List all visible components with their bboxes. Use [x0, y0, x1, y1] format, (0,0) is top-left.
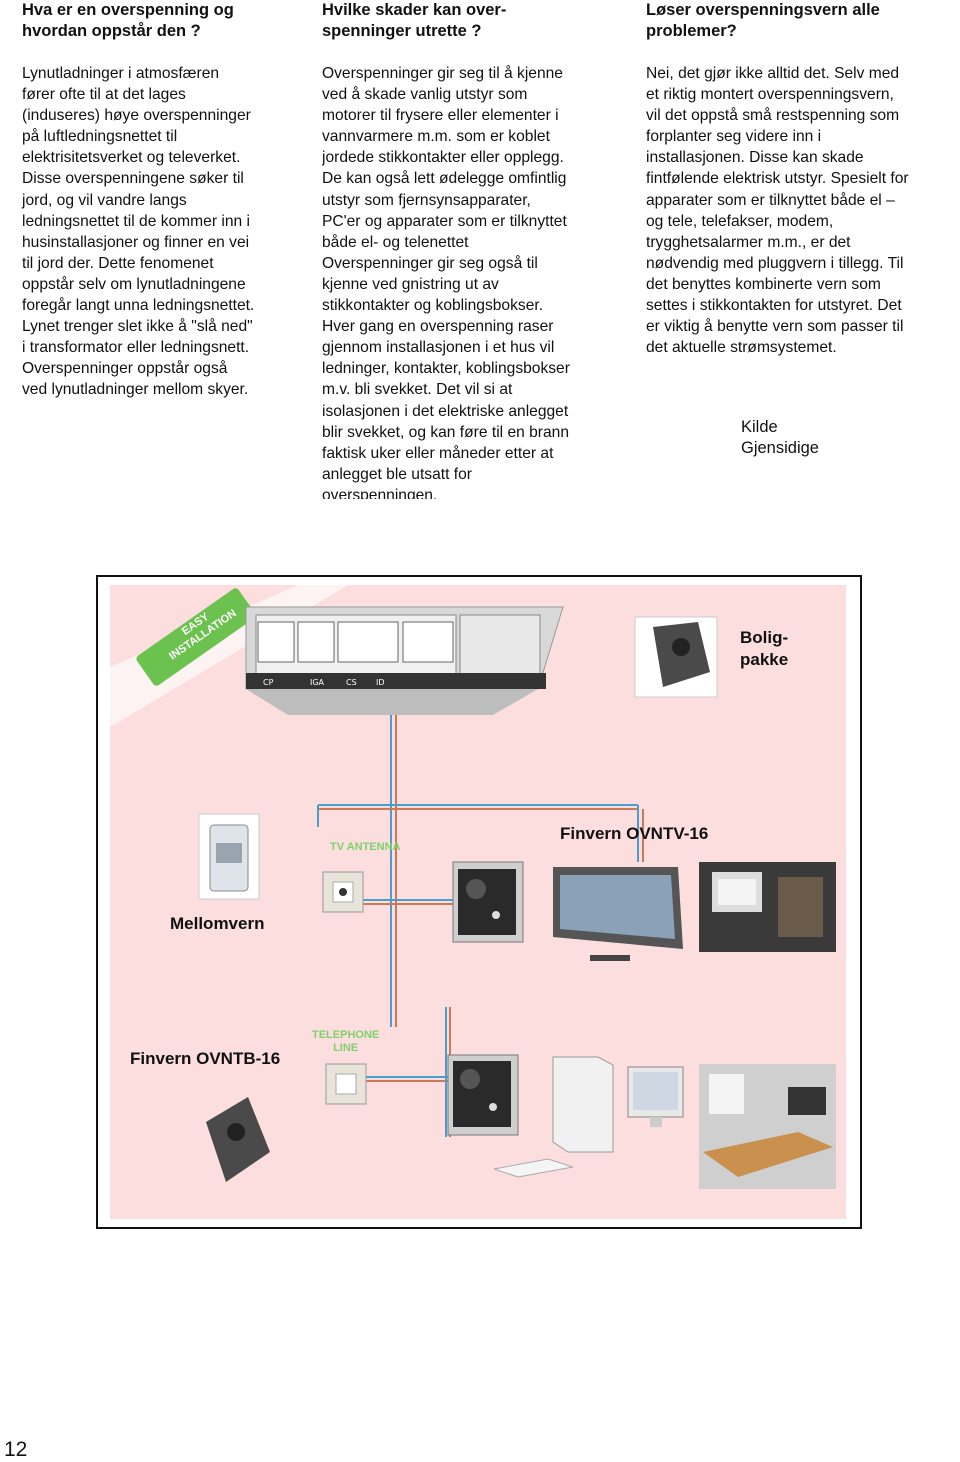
mellomvern-device-icon — [198, 813, 260, 900]
column-overvoltage-origin: Hva er en overspenning og hvordan oppstå… — [22, 0, 312, 401]
distribution-panel: CP IGA CS ID — [245, 606, 564, 715]
heading-overvoltage-damage: Hvilke skader kan over- spenninger utret… — [322, 1, 507, 40]
panel-label-iga: IGA — [310, 678, 325, 687]
telephone-socket — [325, 1063, 367, 1105]
telephone-outlet-protector — [447, 1054, 519, 1136]
installation-diagram: CP IGA CS ID — [110, 585, 836, 1189]
modem-icon — [493, 1158, 574, 1178]
computer-icon — [552, 1056, 684, 1153]
easy-installation-badge — [136, 588, 256, 686]
column-overvoltage-damage: Hvilke skader kan over- spenninger utret… — [322, 0, 622, 499]
label-finvern-ovntb-16: Finvern OVNTB-16 — [130, 1049, 281, 1068]
panel-label-cs: CS — [346, 678, 357, 687]
label-tv-antenna: TV ANTENNA — [330, 841, 401, 853]
label-mellomvern: Mellomvern — [170, 914, 265, 933]
tv-outlet-protector — [452, 861, 524, 943]
panel-label-id: ID — [376, 678, 385, 687]
living-room-photo — [699, 862, 836, 952]
label-boligpakke: Bolig- pakke — [740, 628, 789, 669]
flat-tv-icon — [553, 867, 683, 961]
body-overvoltage-damage: Overspenninger gir seg til å kjenne ved … — [322, 65, 570, 499]
finvern-ovntb-device-icon — [206, 1097, 270, 1182]
heading-overvoltage-origin: Hva er en overspenning og hvordan oppstå… — [22, 1, 234, 40]
page-number: 12 — [4, 1438, 28, 1461]
office-photo — [699, 1064, 836, 1189]
heading-protection-solutions: Løser overspenningsvern alle problemer? — [646, 1, 880, 40]
body-overvoltage-origin: Lynutladninger i atmosfæren fører ofte t… — [22, 65, 255, 399]
installation-figure: CP IGA CS ID — [96, 575, 862, 1229]
label-finvern-ovntv-16: Finvern OVNTV-16 — [560, 824, 709, 843]
boligpakke-device-icon — [634, 616, 718, 698]
label-telephone-line: TELEPHONE LINE — [312, 1029, 380, 1054]
panel-label-cp: CP — [263, 678, 274, 687]
body-protection-solutions: Nei, det gjør ikke alltid det. Selv med … — [646, 65, 909, 357]
tv-antenna-socket — [322, 871, 364, 913]
column-protection-solutions: Løser overspenningsvern alle problemer? … — [646, 0, 958, 358]
source-credit: Kilde Gjensidige — [741, 418, 819, 457]
